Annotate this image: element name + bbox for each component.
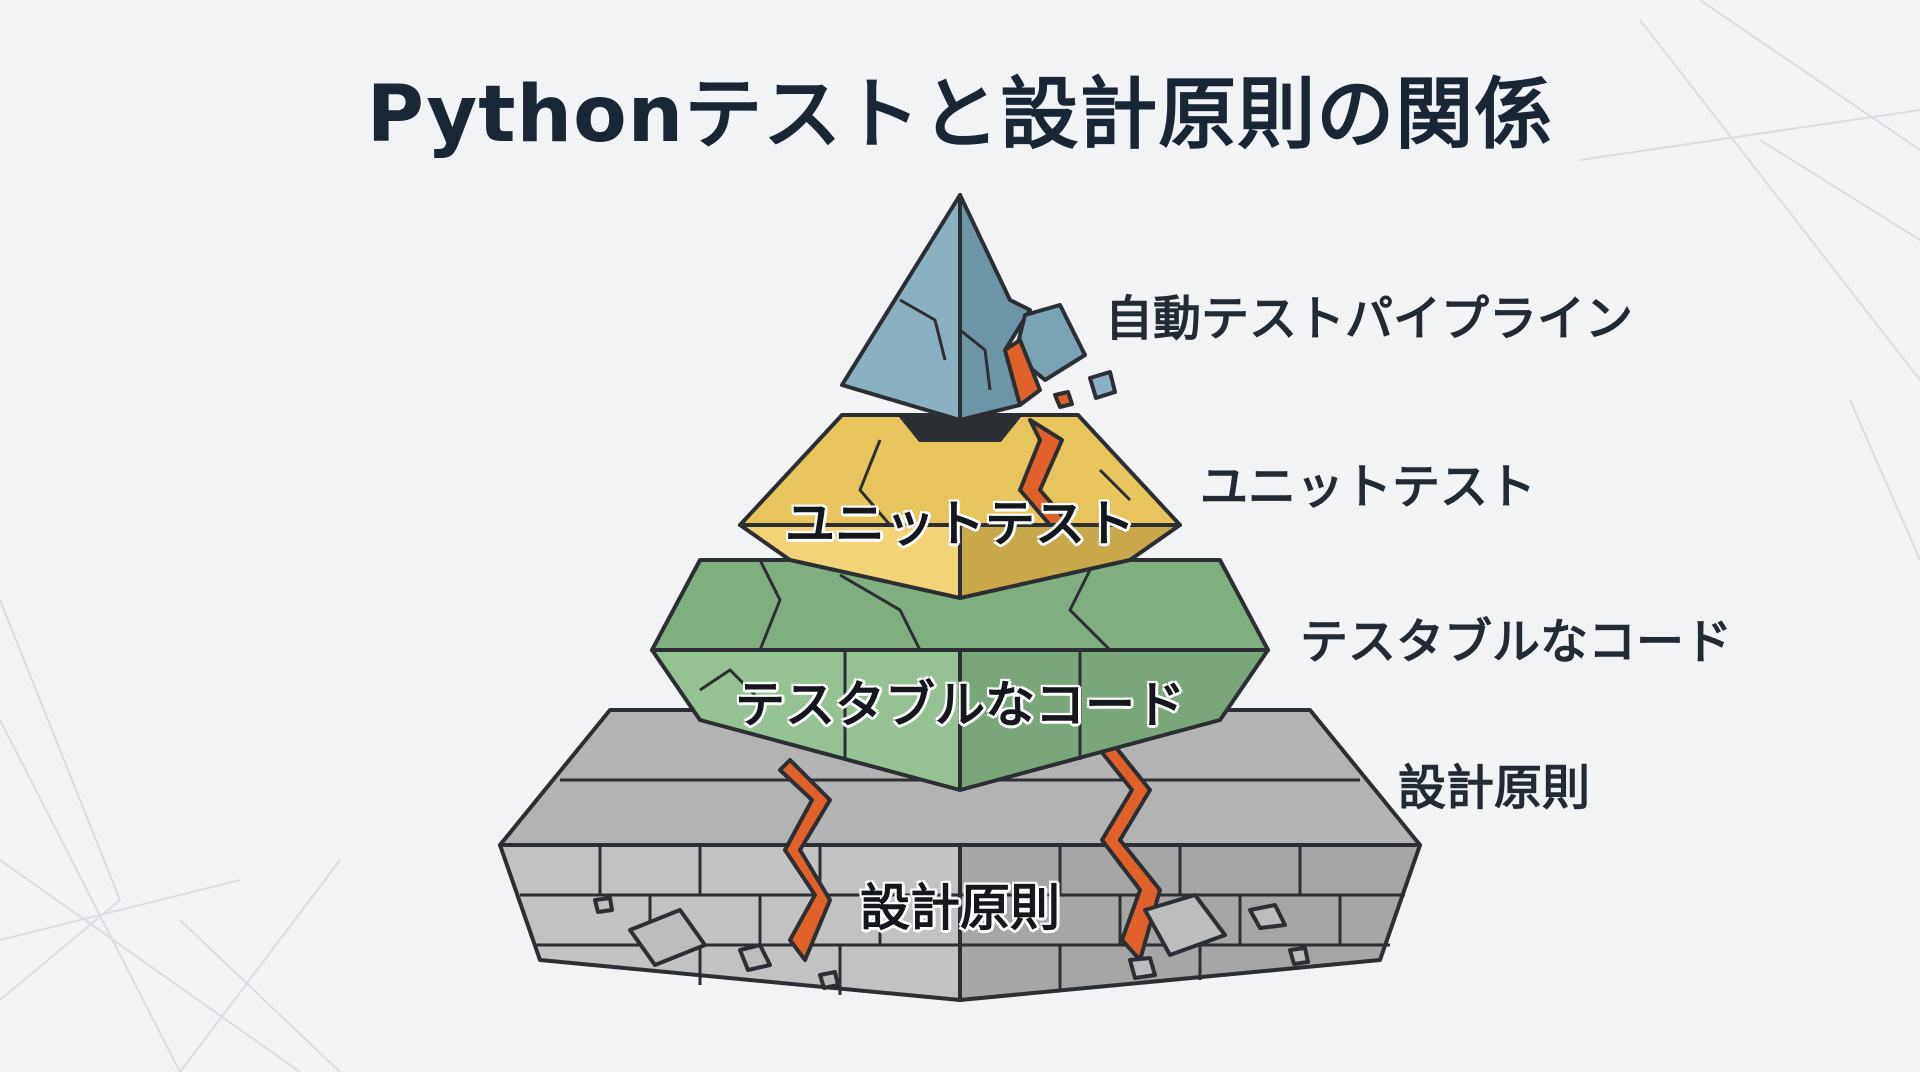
page-title: Pythonテストと設計原則の関係 (366, 70, 1554, 160)
pyramid-layer-testable-code (650, 558, 1270, 792)
rubble-debris (593, 893, 1310, 990)
on-label-unit-test: ユニットテスト (785, 495, 1135, 553)
pyramid-layer-unit-test (738, 413, 1182, 600)
side-label-design-principles: 設計原則 (1398, 760, 1591, 816)
side-label-automated-pipeline: 自動テストパイプライン (1105, 291, 1634, 347)
side-label-testable-code: テスタブルなコード (1300, 614, 1733, 670)
side-label-unit-test: ユニットテスト (1200, 459, 1537, 515)
on-label-design-principles: 設計原則 (860, 879, 1060, 937)
pyramid-layer-automated-pipeline (840, 193, 1117, 422)
on-label-testable-code: テスタブルなコード (735, 676, 1185, 734)
